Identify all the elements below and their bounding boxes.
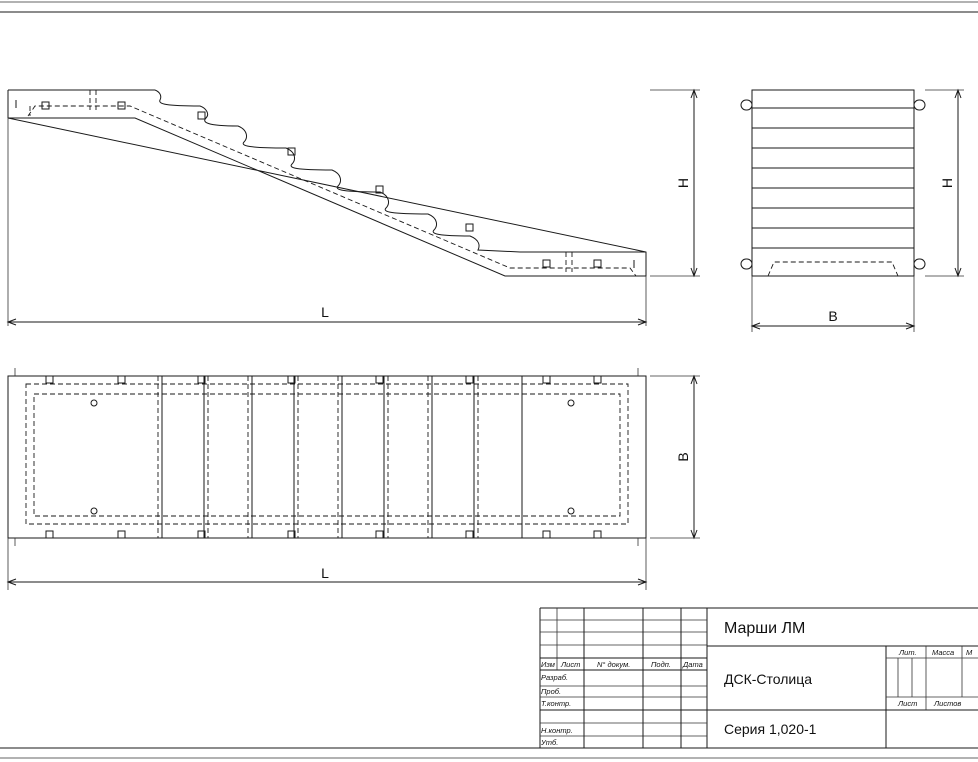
plan-width-label: B <box>675 452 691 461</box>
title-block: Марши ЛМ ДСК-Столица Серия 1,020-1 Изм Л… <box>539 607 978 748</box>
side-view: H L <box>6 88 700 326</box>
col-sheet: Лист <box>560 660 580 669</box>
row-developed: Разраб. <box>541 673 568 682</box>
col-signature: Подп. <box>651 660 671 669</box>
row-checked: Проб. <box>541 687 561 696</box>
row-norm-control: Н.контр. <box>541 726 573 735</box>
header-sheet: Лист <box>897 699 917 708</box>
plan-step-lines <box>157 376 523 538</box>
side-height-label: H <box>675 178 691 188</box>
side-length-label: L <box>321 304 329 320</box>
header-mass: Масса <box>932 648 954 657</box>
plan-inserts-top <box>45 375 602 384</box>
col-date: Дата <box>682 660 703 669</box>
end-width-label: B <box>828 308 837 324</box>
end-height-label: H <box>939 178 955 188</box>
plan-length-label: L <box>321 565 329 581</box>
title-block-title: Марши ЛМ <box>724 620 805 637</box>
plan-view: B L <box>6 368 700 590</box>
row-approved: Утб. <box>540 738 558 747</box>
title-block-series: Серия 1,020-1 <box>724 721 817 737</box>
header-sheets: Листов <box>933 699 961 708</box>
header-letter: Лит. <box>898 648 917 657</box>
plan-inserts-bottom <box>45 530 602 539</box>
col-change: Изм <box>541 660 555 669</box>
end-view: H B <box>740 88 964 332</box>
row-tech-control: Т.контр. <box>541 699 571 708</box>
header-scale: М <box>966 648 973 657</box>
title-block-organization: ДСК-Столица <box>724 671 812 687</box>
col-doc-number: N° докум. <box>597 660 630 669</box>
